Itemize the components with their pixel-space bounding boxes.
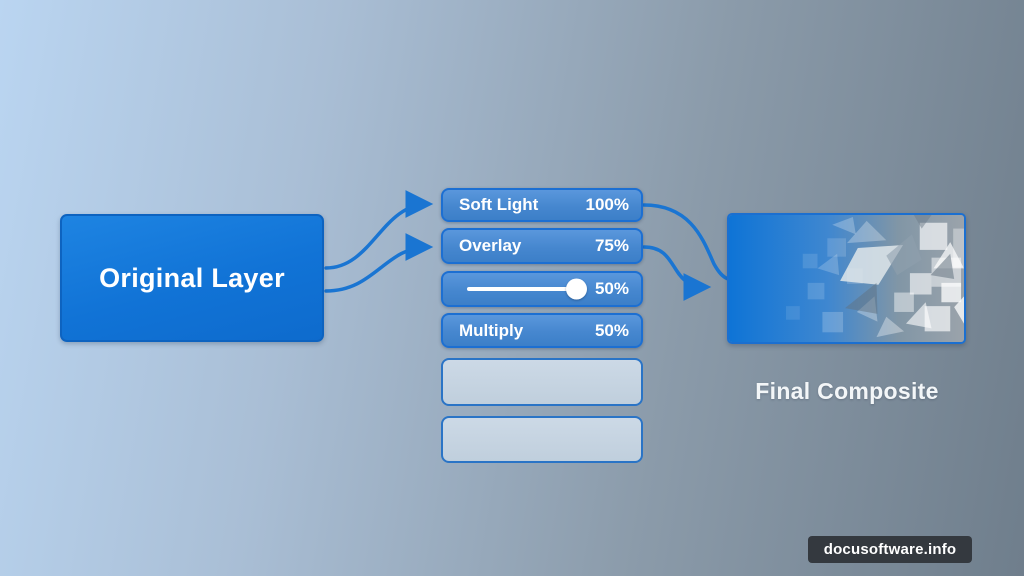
- blend-opacity-value: 50%: [594, 320, 629, 340]
- opacity-slider-track[interactable]: [467, 287, 577, 291]
- arrow-softlight-to-composite: [642, 203, 730, 281]
- blend-panel-multiply[interactable]: Multiply 50%: [441, 313, 643, 348]
- final-composite-image: [727, 213, 966, 344]
- blend-panel-soft-light[interactable]: Soft Light 100%: [441, 188, 643, 222]
- blend-opacity-value: 75%: [594, 236, 629, 255]
- watermark-text: docusoftware.info: [823, 541, 957, 558]
- final-composite-label: Final Composite: [755, 378, 939, 404]
- arrow-original-to-softlight: [324, 190, 434, 270]
- original-layer-node: Original Layer: [60, 214, 324, 342]
- composite-pattern: [729, 215, 964, 342]
- blend-mode-label: Soft Light: [459, 195, 539, 214]
- blend-opacity-value: 100%: [585, 195, 629, 214]
- watermark-badge: docusoftware.info: [808, 536, 972, 563]
- arrow-overlay-to-composite: [642, 245, 712, 301]
- opacity-slider-panel: 50%: [441, 271, 643, 307]
- arrow-original-to-overlay: [324, 233, 434, 293]
- slider-opacity-value: 50%: [594, 279, 629, 298]
- opacity-slider-knob[interactable]: [566, 278, 587, 300]
- empty-layer-slot: [441, 358, 643, 406]
- empty-layer-slot: [441, 416, 643, 463]
- blend-panel-overlay[interactable]: Overlay 75%: [441, 228, 643, 264]
- blend-mode-label: Multiply: [459, 320, 524, 340]
- blend-mode-label: Overlay: [459, 236, 522, 255]
- original-layer-label: Original Layer: [99, 262, 285, 293]
